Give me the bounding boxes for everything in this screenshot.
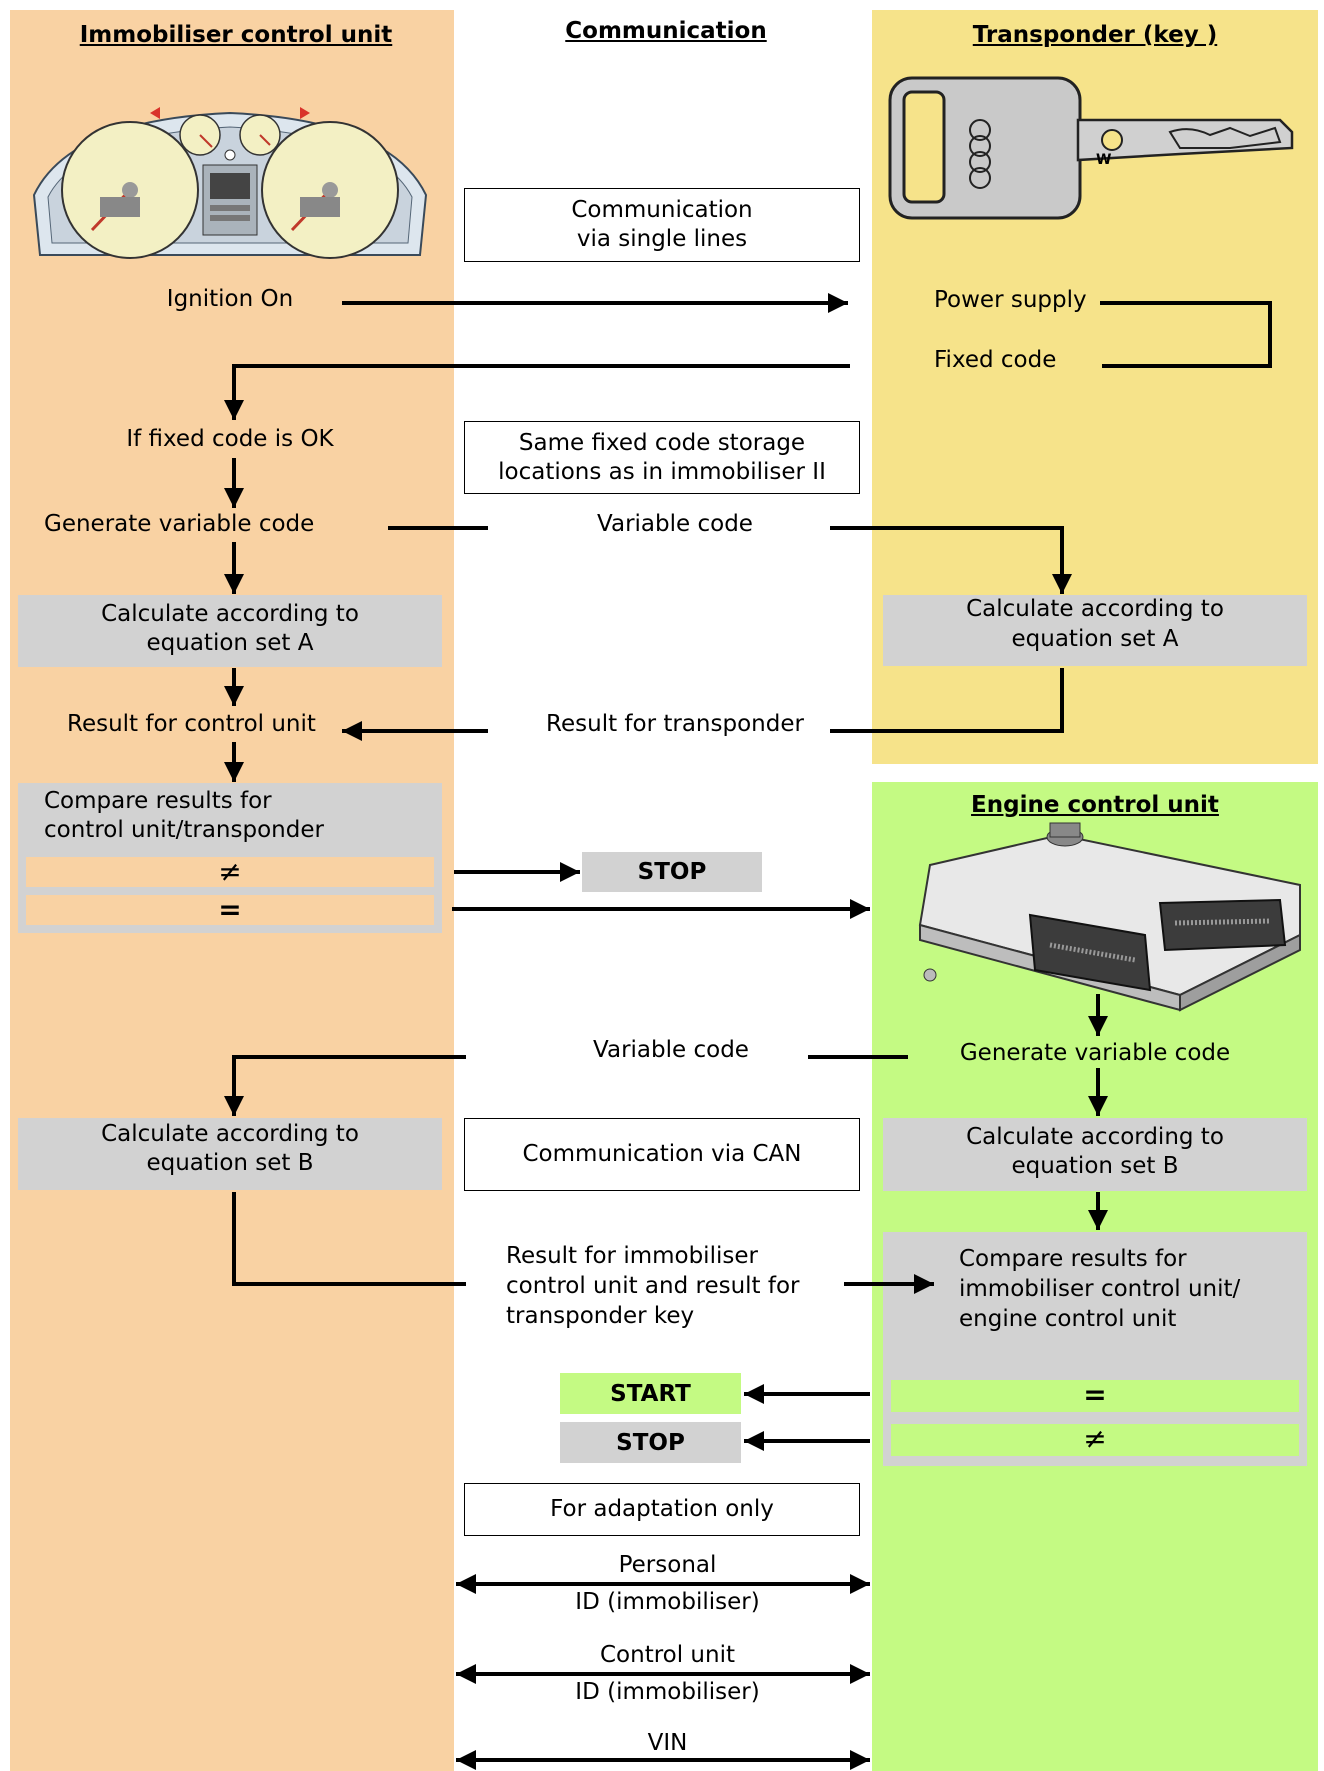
line-power-to-fixed bbox=[1100, 301, 1272, 368]
compare-results-box-immobiliser: Compare results for control unit/transpo… bbox=[18, 783, 442, 933]
result-immo-line1: Result for immobiliser bbox=[506, 1243, 758, 1269]
engine-not-equal-row: ≠ bbox=[889, 1422, 1301, 1458]
not-equal-row: ≠ bbox=[24, 855, 436, 889]
compare-line2: control unit/transponder bbox=[44, 817, 324, 843]
line-transponder-result bbox=[830, 668, 1064, 733]
equal-row: = bbox=[24, 893, 436, 927]
line-calc-b-to-result bbox=[232, 1192, 466, 1286]
control-unit-label: Control unit bbox=[599, 1642, 735, 1668]
variable-code-label-2: Variable code bbox=[593, 1037, 749, 1063]
personal-label: Personal bbox=[618, 1552, 717, 1578]
calc-equation-a-box-transponder: Calculate according to equation set A bbox=[883, 595, 1307, 666]
single-lines-line1: Communication bbox=[571, 197, 753, 223]
calc-equation-b-box-immobiliser: Calculate according to equation set B bbox=[18, 1118, 442, 1190]
arrow-variable-to-transponder bbox=[830, 526, 1072, 594]
fixed-code-ok-label: If fixed code is OK bbox=[126, 426, 334, 452]
calc-b-line1: Calculate according to bbox=[101, 1121, 359, 1147]
engine-equal-row: = bbox=[889, 1378, 1301, 1414]
engine-compare-line2: immobiliser control unit/ bbox=[959, 1276, 1241, 1302]
engine-calc-b-line1: Calculate according to bbox=[966, 1124, 1224, 1150]
engine-control-unit-image bbox=[918, 822, 1301, 1012]
transponder-calc-a-line2: equation set A bbox=[1011, 626, 1179, 652]
engine-generate-variable-code-label: Generate variable code bbox=[959, 1040, 1231, 1066]
result-immo-line3: transponder key bbox=[506, 1303, 695, 1329]
arrow-fixed-code-back bbox=[224, 364, 850, 420]
adaptation-text: For adaptation only bbox=[550, 1496, 774, 1522]
storage-box: Same fixed code storage locations as in … bbox=[464, 421, 860, 494]
single-lines-line2: via single lines bbox=[576, 226, 748, 252]
single-lines-box: Communication via single lines bbox=[464, 188, 860, 262]
can-box-text: Communication via CAN bbox=[522, 1141, 802, 1167]
immobiliser-header: Immobiliser control unit bbox=[79, 22, 393, 48]
engine-compare-line1: Compare results for bbox=[959, 1246, 1187, 1272]
transponder-calc-a-line1: Calculate according to bbox=[966, 596, 1224, 622]
result-transponder-label: Result for transponder bbox=[546, 711, 804, 737]
calc-b-line2: equation set B bbox=[146, 1150, 314, 1176]
calc-equation-a-box-immobiliser: Calculate according to equation set A bbox=[18, 595, 442, 667]
stop-badge-1: STOP bbox=[582, 852, 762, 892]
storage-line2: locations as in immobiliser II bbox=[498, 458, 826, 485]
engine-compare-line3: engine control unit bbox=[959, 1306, 1177, 1332]
result-immo-line2: control unit and result for bbox=[506, 1273, 800, 1299]
compare-results-box-engine: Compare results for immobiliser control … bbox=[883, 1232, 1307, 1466]
storage-line1: Same fixed code storage bbox=[518, 429, 806, 456]
instrument-cluster-image bbox=[32, 107, 428, 259]
ignition-on-label: Ignition On bbox=[166, 286, 294, 312]
transponder-header: Transponder (key ) bbox=[972, 22, 1218, 48]
generate-variable-code-label: Generate variable code bbox=[44, 511, 315, 537]
start-badge: START bbox=[560, 1373, 741, 1414]
compare-line1: Compare results for bbox=[44, 788, 272, 814]
adaptation-box: For adaptation only bbox=[464, 1483, 860, 1536]
calc-a-line2: equation set A bbox=[146, 630, 314, 656]
can-box: Communication via CAN bbox=[464, 1118, 860, 1191]
calc-a-line1: Calculate according to bbox=[101, 601, 359, 627]
stop-badge-2: STOP bbox=[560, 1422, 741, 1463]
variable-code-label-1: Variable code bbox=[597, 511, 753, 537]
engine-header: Engine control unit bbox=[971, 792, 1219, 818]
communication-header: Communication bbox=[565, 18, 767, 44]
engine-calc-b-line2: equation set B bbox=[1011, 1153, 1179, 1179]
fixed-code-label: Fixed code bbox=[934, 347, 1057, 373]
key-letter: W bbox=[1096, 152, 1112, 168]
calc-equation-b-box-engine: Calculate according to equation set B bbox=[883, 1118, 1307, 1191]
transponder-key-image bbox=[888, 76, 1294, 220]
power-supply-label: Power supply bbox=[934, 287, 1087, 313]
result-control-unit-label: Result for control unit bbox=[67, 711, 316, 737]
arrow-variable-to-immobiliser-calc-b bbox=[224, 1055, 466, 1116]
